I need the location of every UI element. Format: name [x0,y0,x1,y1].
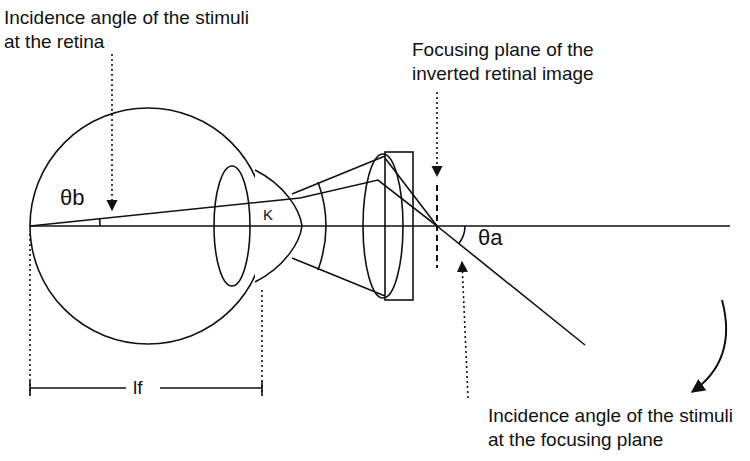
funnel-line [292,258,385,296]
angle-symbol: θb [60,186,90,210]
angle-arc [459,226,465,244]
dimension-label: lf [133,377,159,399]
dimension-line [30,387,126,389]
dimension-line [160,387,262,389]
dimension-extension [29,234,31,396]
nodal-point-label: K [263,207,277,222]
focusing-plane [436,185,438,268]
dimension-extension [261,290,263,396]
light-ray [385,158,437,226]
optical-axis [30,225,730,227]
leader-arrow [111,54,113,210]
curved-arrow [692,300,726,392]
light-ray [30,180,437,226]
angle-symbol: θa [478,226,508,250]
callout-text: Focusing plane of the inverted retinal i… [412,38,632,86]
callout-text: Incidence angle of the stimuli at the fo… [488,404,743,452]
leader-arrow [462,262,468,398]
callout-text: Incidence angle of the stimuli at the re… [4,6,259,54]
dimension-tick [29,381,31,395]
angle-arc [99,219,101,226]
dimension-tick [261,381,263,395]
light-ray [437,226,585,345]
leader-arrow [436,92,438,176]
